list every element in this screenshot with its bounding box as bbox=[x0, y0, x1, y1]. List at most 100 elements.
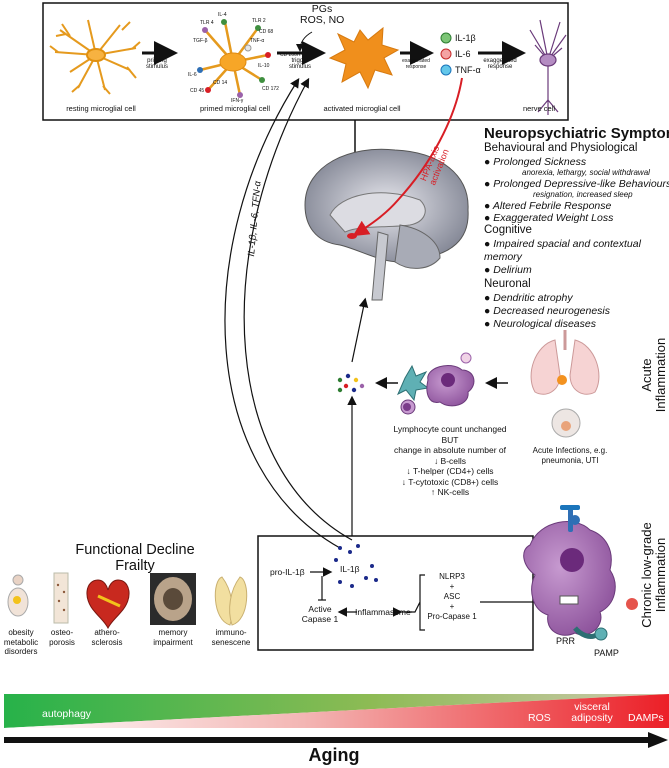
priming-stimulus-label: priming stimulus bbox=[145, 58, 168, 70]
il1b-chronic-label: IL-1β bbox=[340, 564, 360, 574]
symptom-item: ● Impaired spacial and contextual memory bbox=[484, 238, 641, 263]
lymphocyte-line: Lymphocyte count unchanged bbox=[393, 424, 507, 434]
lymphocyte-line: ↓ T-helper (CD4+) cells bbox=[406, 466, 494, 476]
bone-icon bbox=[53, 572, 69, 624]
functional-decline-title: Functional Decline Frailty bbox=[40, 542, 230, 574]
symptom-sub: resignation, increased sleep bbox=[533, 190, 633, 199]
acute-infections-label: Acute Infections, e.g. pneumonia, UTI bbox=[532, 446, 608, 465]
active-capase-label: Active Capase 1 bbox=[301, 604, 339, 624]
decline-item-label: immuno-senescene bbox=[211, 628, 251, 647]
nerve-cell-label: nerve cell bbox=[522, 104, 556, 113]
prr-label: PRR bbox=[556, 636, 576, 646]
cytokine-arrow-2 bbox=[243, 77, 353, 541]
receptor-label: TGF-β bbox=[193, 38, 208, 44]
receptor-label: IL-4 bbox=[218, 12, 227, 18]
decline-item-label: memory impairment bbox=[153, 628, 193, 647]
il6-label: IL-6 bbox=[455, 49, 471, 59]
component-label: + bbox=[449, 602, 455, 611]
trigger-stimulus-label: trigger stimulus bbox=[288, 58, 311, 70]
functional-decline-line-2: Frailty bbox=[115, 558, 155, 574]
exaggerated-response-2-label: exaggerated response bbox=[483, 58, 517, 70]
il1b-dots bbox=[334, 544, 378, 588]
brain-icon bbox=[304, 148, 469, 301]
symptom-sub: anorexia, lethargy, social withdrawal bbox=[522, 168, 650, 177]
functional-decline-line-1: Functional Decline bbox=[75, 542, 195, 558]
symptom-item: ● Prolonged Depressive-like Behaviours bbox=[484, 178, 669, 190]
resting-microglia-icon bbox=[49, 19, 141, 95]
cytokine-arrow-1 bbox=[224, 77, 341, 549]
top-panel-frame bbox=[42, 2, 569, 121]
visceral-label: visceral adiposity bbox=[571, 701, 613, 724]
receptor-label: CD 14 bbox=[213, 80, 228, 86]
symptom-item: ● Dendritic atrophy bbox=[484, 292, 573, 304]
symptom-item: ● Exaggerated Weight Loss bbox=[484, 212, 614, 224]
chronic-panel-frame bbox=[257, 535, 534, 651]
aging-label: Aging bbox=[308, 745, 360, 765]
symptom-item: ● Decreased neurogenesis bbox=[484, 305, 611, 317]
receptor-label: CD 68 bbox=[259, 29, 274, 35]
component-label: Pro-Capase 1 bbox=[427, 612, 477, 621]
decline-item-label: athero-sclerosis bbox=[91, 628, 123, 647]
lymphocyte-line: change in absolute number of bbox=[394, 445, 506, 455]
component-label: NLRP3 bbox=[439, 572, 465, 581]
receptor-label: TLR 2 bbox=[252, 18, 266, 24]
inflammasome-label: Inflammasome bbox=[355, 607, 411, 617]
receptor-label: IL-10 bbox=[258, 63, 270, 69]
il1b-dot bbox=[440, 32, 452, 44]
thymus-icon bbox=[214, 576, 248, 626]
receptor-label: CD 200R bbox=[280, 52, 301, 58]
immune-cells-icon bbox=[396, 352, 475, 415]
decline-item-label: osteo-porosis bbox=[49, 628, 75, 647]
receptor-label: IFN-γ bbox=[231, 98, 244, 104]
lymphocyte-line: ↓ T-cytotoxic (CD8+) cells bbox=[401, 476, 499, 487]
ros-label: ROS bbox=[528, 712, 551, 724]
lymphocyte-line: ↑ NK-cells bbox=[430, 487, 470, 497]
inflammasome-components: NLRP3 + ASC + Pro-Capase 1 bbox=[424, 572, 480, 622]
component-label: + bbox=[449, 582, 455, 591]
lymphocyte-line: ↓ B-cells bbox=[433, 455, 467, 466]
primed-cell-label: primed microglial cell bbox=[199, 104, 271, 113]
exaggerated-response-1-label: exaggerated response bbox=[402, 58, 430, 70]
pro-il1b-label: pro-IL-1β bbox=[270, 567, 305, 577]
decline-item-label: obesity metabolic disorders bbox=[3, 628, 39, 656]
section-heading: Neuronal bbox=[484, 278, 531, 290]
chronic-inflammation-label: Chronic low-grade Inflammation bbox=[639, 522, 668, 628]
macrophage-icon bbox=[523, 505, 616, 641]
neuropsychiatric-title: Neuropsychiatric Symptoms bbox=[484, 125, 669, 142]
symptom-item: ● Altered Febrile Response bbox=[484, 200, 612, 212]
il1b-label: IL-1β bbox=[455, 33, 476, 43]
activated-microglia-icon bbox=[328, 26, 400, 90]
damps-label: DAMPs bbox=[628, 712, 664, 724]
pgs-ros-no-label: PGs ROS, NO bbox=[300, 3, 345, 26]
symptom-item: ● Delirium bbox=[484, 264, 532, 276]
acute-inflammation-label: Acute Inflammation bbox=[639, 337, 668, 413]
lymphocyte-text: Lymphocyte count unchanged BUT change in… bbox=[370, 424, 530, 498]
lymphocyte-line: BUT bbox=[441, 434, 459, 445]
pathogen-red-icon bbox=[626, 598, 638, 610]
lungs-icon bbox=[530, 330, 600, 395]
acute-cytokine-dots bbox=[337, 373, 365, 393]
obesity-icon bbox=[7, 574, 29, 617]
symptom-item: ● Neurological diseases bbox=[484, 318, 596, 330]
hpa-axis-arrow bbox=[352, 77, 463, 237]
activated-cell-label: activated microglial cell bbox=[323, 104, 401, 113]
section-heading: Behavioural and Physiological bbox=[484, 142, 638, 154]
nerve-cell-icon bbox=[529, 19, 567, 115]
component-label: ASC bbox=[443, 592, 461, 601]
pathogen-blue-icon bbox=[570, 515, 580, 525]
tnfa-label: TNF-α bbox=[455, 65, 481, 75]
bladder-icon bbox=[551, 408, 581, 438]
autophagy-label: autophagy bbox=[42, 708, 92, 720]
il6-dot bbox=[440, 48, 452, 60]
tnfa-dot bbox=[440, 64, 452, 76]
receptor-label: CD 45 bbox=[190, 88, 205, 94]
resting-cell-label: resting microglial cell bbox=[66, 104, 136, 113]
section-heading: Cognitive bbox=[484, 224, 532, 236]
pamp-label: PAMP bbox=[594, 648, 619, 658]
symptom-item: ● Prolonged Sickness bbox=[484, 156, 587, 168]
damage-bar bbox=[4, 694, 669, 728]
receptor-label: CD 172 bbox=[262, 86, 279, 92]
heart-icon bbox=[86, 579, 130, 630]
receptor-label: TNF-α bbox=[250, 38, 265, 44]
